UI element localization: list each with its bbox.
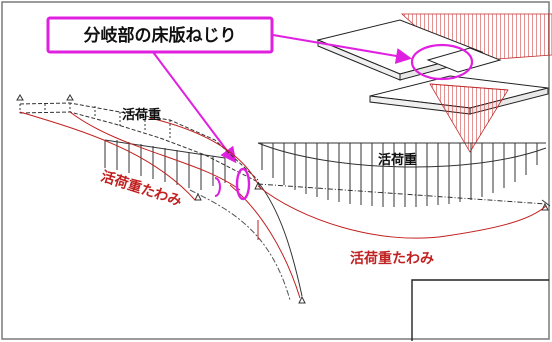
right-load-arrows	[261, 143, 538, 207]
twist-marker-small	[214, 177, 221, 197]
right-deflection-curve	[257, 185, 547, 239]
twist-highlight-ellipse	[410, 43, 474, 81]
support-left-3	[194, 192, 202, 201]
left-load-arrows	[104, 139, 226, 190]
upper-slab-right	[426, 47, 502, 73]
callout-arrow-down	[152, 51, 237, 164]
left-deck-lower	[19, 111, 259, 183]
left-deflection-curve-2	[69, 111, 241, 191]
right-girder	[257, 183, 547, 205]
support-left-2	[66, 94, 74, 101]
callout-arrow-right	[272, 34, 412, 64]
twist-marker-large	[235, 167, 251, 201]
live-load-label-left: 活荷重	[122, 107, 161, 123]
callout-box	[46, 16, 274, 54]
inset-frame	[411, 279, 549, 341]
left-deflection-curve-4	[229, 184, 301, 299]
slab-3d-illustration	[316, 13, 552, 153]
support-bottom	[298, 295, 306, 304]
moment-hatch-bottom	[429, 83, 509, 153]
left-deflection-curve-1	[19, 111, 196, 201]
right-span	[254, 142, 551, 211]
left-deflection	[19, 111, 301, 299]
support-left-1	[16, 94, 24, 101]
callout: 分岐部の床版ねじり	[46, 16, 412, 164]
deflection-label-right: 活荷重たわみ	[350, 250, 434, 267]
live-load-label-right: 活荷重	[378, 152, 417, 168]
left-deflection-curve-3	[149, 117, 259, 185]
left-girder-curve-2	[257, 181, 303, 297]
left-girder-curve	[189, 189, 291, 301]
right-load-envelope	[257, 142, 547, 168]
callout-text: 分岐部の床版ねじり	[84, 25, 237, 46]
